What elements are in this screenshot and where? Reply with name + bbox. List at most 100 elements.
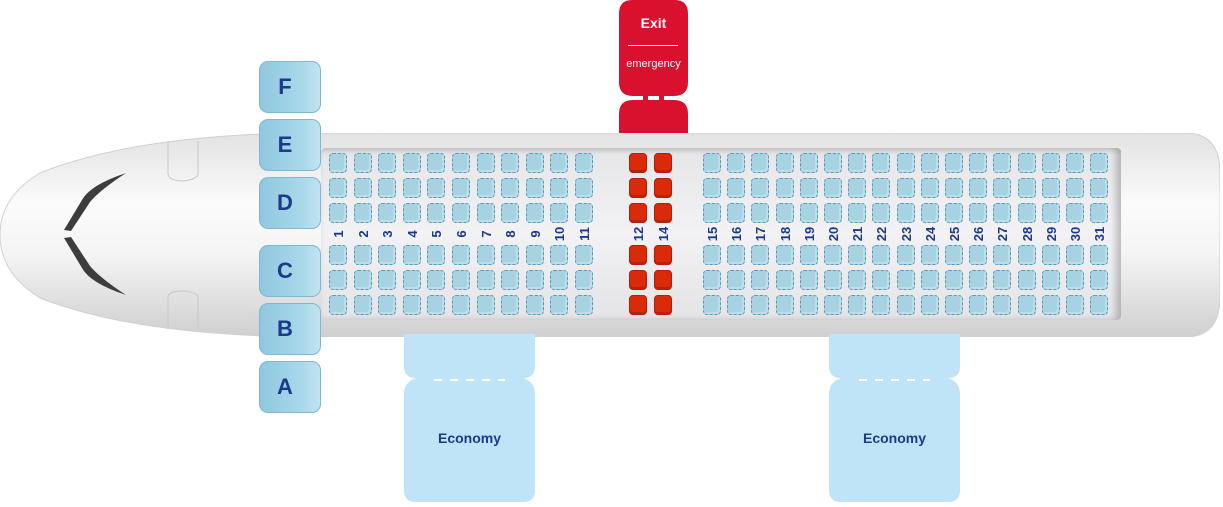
seat-5A[interactable]	[427, 295, 445, 315]
seat-26F[interactable]	[969, 153, 987, 173]
seat-14F[interactable]	[654, 153, 672, 173]
seat-letter-b[interactable]: B	[259, 303, 321, 355]
seat-7D[interactable]	[477, 203, 495, 223]
seat-17A[interactable]	[751, 295, 769, 315]
seat-11D[interactable]	[575, 203, 593, 223]
seat-4B[interactable]	[403, 270, 421, 290]
seat-26B[interactable]	[969, 270, 987, 290]
seat-11F[interactable]	[575, 153, 593, 173]
seat-22B[interactable]	[872, 270, 890, 290]
seat-24E[interactable]	[921, 178, 939, 198]
seat-2A[interactable]	[354, 295, 372, 315]
seat-30A[interactable]	[1066, 295, 1084, 315]
seat-22A[interactable]	[872, 295, 890, 315]
seat-20E[interactable]	[824, 178, 842, 198]
seat-2B[interactable]	[354, 270, 372, 290]
seat-8E[interactable]	[501, 178, 519, 198]
seat-30D[interactable]	[1066, 203, 1084, 223]
seat-30B[interactable]	[1066, 270, 1084, 290]
seat-25B[interactable]	[945, 270, 963, 290]
seat-26C[interactable]	[969, 245, 987, 265]
seat-27A[interactable]	[993, 295, 1011, 315]
seat-20A[interactable]	[824, 295, 842, 315]
seat-12E[interactable]	[629, 178, 647, 198]
seat-17C[interactable]	[751, 245, 769, 265]
seat-23A[interactable]	[897, 295, 915, 315]
seat-29E[interactable]	[1042, 178, 1060, 198]
seat-10E[interactable]	[550, 178, 568, 198]
seat-24D[interactable]	[921, 203, 939, 223]
seat-letter-d[interactable]: D	[259, 177, 321, 229]
seat-10F[interactable]	[550, 153, 568, 173]
seat-31C[interactable]	[1090, 245, 1108, 265]
seat-27D[interactable]	[993, 203, 1011, 223]
seat-23E[interactable]	[897, 178, 915, 198]
seat-9B[interactable]	[526, 270, 544, 290]
seat-8B[interactable]	[501, 270, 519, 290]
seat-2D[interactable]	[354, 203, 372, 223]
seat-22C[interactable]	[872, 245, 890, 265]
seat-1D[interactable]	[329, 203, 347, 223]
seat-6F[interactable]	[452, 153, 470, 173]
seat-29B[interactable]	[1042, 270, 1060, 290]
seat-4E[interactable]	[403, 178, 421, 198]
seat-15A[interactable]	[703, 295, 721, 315]
seat-19D[interactable]	[800, 203, 818, 223]
seat-15E[interactable]	[703, 178, 721, 198]
seat-1F[interactable]	[329, 153, 347, 173]
seat-3F[interactable]	[378, 153, 396, 173]
seat-14A[interactable]	[654, 295, 672, 315]
seat-5C[interactable]	[427, 245, 445, 265]
seat-17B[interactable]	[751, 270, 769, 290]
seat-31A[interactable]	[1090, 295, 1108, 315]
seat-31E[interactable]	[1090, 178, 1108, 198]
seat-31D[interactable]	[1090, 203, 1108, 223]
seat-22E[interactable]	[872, 178, 890, 198]
seat-25A[interactable]	[945, 295, 963, 315]
seat-26A[interactable]	[969, 295, 987, 315]
seat-3D[interactable]	[378, 203, 396, 223]
seat-30E[interactable]	[1066, 178, 1084, 198]
seat-21F[interactable]	[848, 153, 866, 173]
seat-29C[interactable]	[1042, 245, 1060, 265]
seat-22F[interactable]	[872, 153, 890, 173]
seat-11A[interactable]	[575, 295, 593, 315]
seat-16B[interactable]	[727, 270, 745, 290]
seat-18F[interactable]	[776, 153, 794, 173]
seat-23C[interactable]	[897, 245, 915, 265]
seat-24A[interactable]	[921, 295, 939, 315]
seat-31B[interactable]	[1090, 270, 1108, 290]
seat-20F[interactable]	[824, 153, 842, 173]
seat-15D[interactable]	[703, 203, 721, 223]
seat-10A[interactable]	[550, 295, 568, 315]
seat-14E[interactable]	[654, 178, 672, 198]
seat-letter-c[interactable]: C	[259, 245, 321, 297]
seat-21D[interactable]	[848, 203, 866, 223]
seat-25C[interactable]	[945, 245, 963, 265]
seat-2F[interactable]	[354, 153, 372, 173]
seat-23F[interactable]	[897, 153, 915, 173]
seat-16C[interactable]	[727, 245, 745, 265]
seat-5F[interactable]	[427, 153, 445, 173]
seat-19B[interactable]	[800, 270, 818, 290]
seat-21B[interactable]	[848, 270, 866, 290]
seat-25F[interactable]	[945, 153, 963, 173]
seat-7C[interactable]	[477, 245, 495, 265]
seat-12F[interactable]	[629, 153, 647, 173]
seat-31F[interactable]	[1090, 153, 1108, 173]
seat-8D[interactable]	[501, 203, 519, 223]
seat-7F[interactable]	[477, 153, 495, 173]
seat-18E[interactable]	[776, 178, 794, 198]
seat-16E[interactable]	[727, 178, 745, 198]
seat-4C[interactable]	[403, 245, 421, 265]
seat-12C[interactable]	[629, 245, 647, 265]
seat-16F[interactable]	[727, 153, 745, 173]
seat-28C[interactable]	[1018, 245, 1036, 265]
seat-27E[interactable]	[993, 178, 1011, 198]
seat-6C[interactable]	[452, 245, 470, 265]
seat-29F[interactable]	[1042, 153, 1060, 173]
seat-26E[interactable]	[969, 178, 987, 198]
seat-5B[interactable]	[427, 270, 445, 290]
seat-19C[interactable]	[800, 245, 818, 265]
seat-12B[interactable]	[629, 270, 647, 290]
